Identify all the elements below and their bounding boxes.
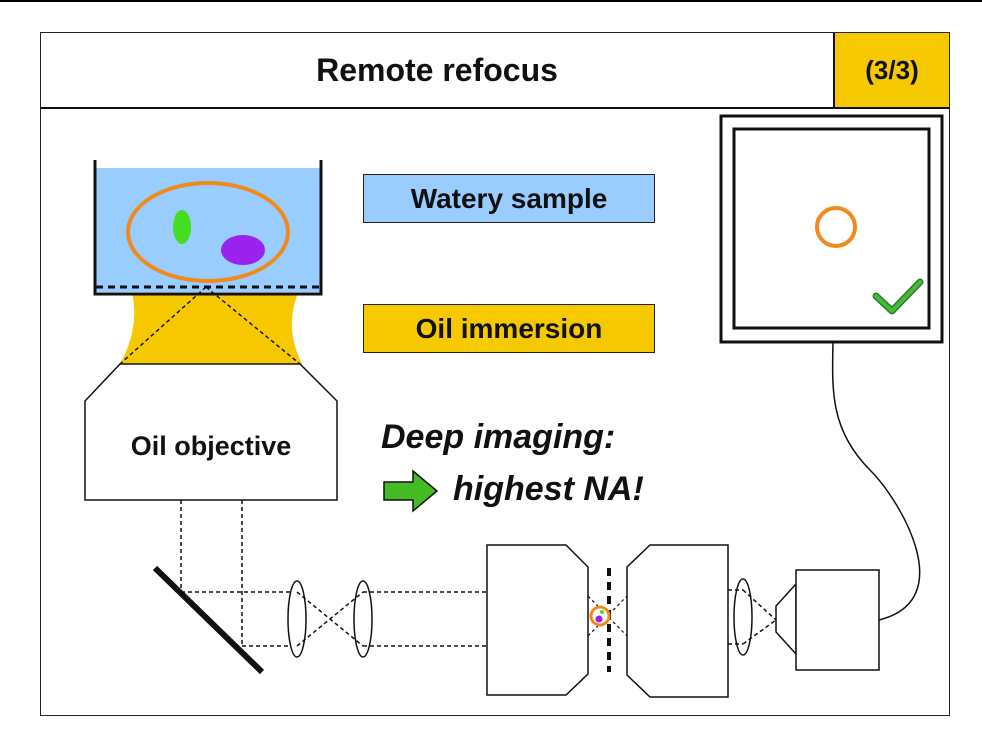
slide-header: Remote refocus (3/3)	[41, 33, 949, 109]
camera-cable	[831, 341, 921, 621]
watery-sample-label: Watery sample	[363, 174, 655, 223]
right-arrow-icon	[383, 469, 439, 513]
remote-objective-1	[486, 544, 589, 696]
slide-title: Remote refocus	[316, 51, 558, 88]
slide-frame: Remote refocus (3/3) Watery sample Oil i…	[40, 32, 950, 716]
slide-counter: (3/3)	[833, 33, 949, 107]
light-cone-left	[119, 286, 207, 365]
highest-na-text: highest NA!	[453, 470, 644, 508]
oil-objective-label: Oil objective	[130, 430, 292, 461]
monitor-image-ring	[815, 206, 857, 248]
oil-objective-body	[84, 363, 338, 501]
oil-immersion-label: Oil immersion	[363, 304, 655, 353]
beam-cross-2	[296, 591, 364, 647]
sample-outline-orange	[126, 181, 290, 283]
monitor-screen	[732, 127, 931, 330]
deep-imaging-text: Deep imaging:	[381, 418, 616, 456]
checkmark-icon-fill	[874, 280, 922, 313]
green-cell	[173, 210, 191, 244]
beam-to-camera-a	[742, 589, 777, 621]
remote-image-purple	[595, 615, 603, 623]
top-rule	[0, 0, 982, 2]
remote-objective-2	[626, 544, 729, 698]
lens-2	[353, 580, 373, 658]
purple-cell	[221, 235, 265, 265]
light-cone-right	[205, 286, 301, 365]
fold-mirror	[152, 565, 265, 675]
remote-image-green	[600, 610, 604, 614]
oil-immersion-region	[120, 293, 302, 364]
sample-container-walls	[93, 160, 323, 296]
lens-1	[287, 580, 307, 658]
water-bath	[96, 168, 320, 292]
lens-3	[733, 578, 753, 656]
